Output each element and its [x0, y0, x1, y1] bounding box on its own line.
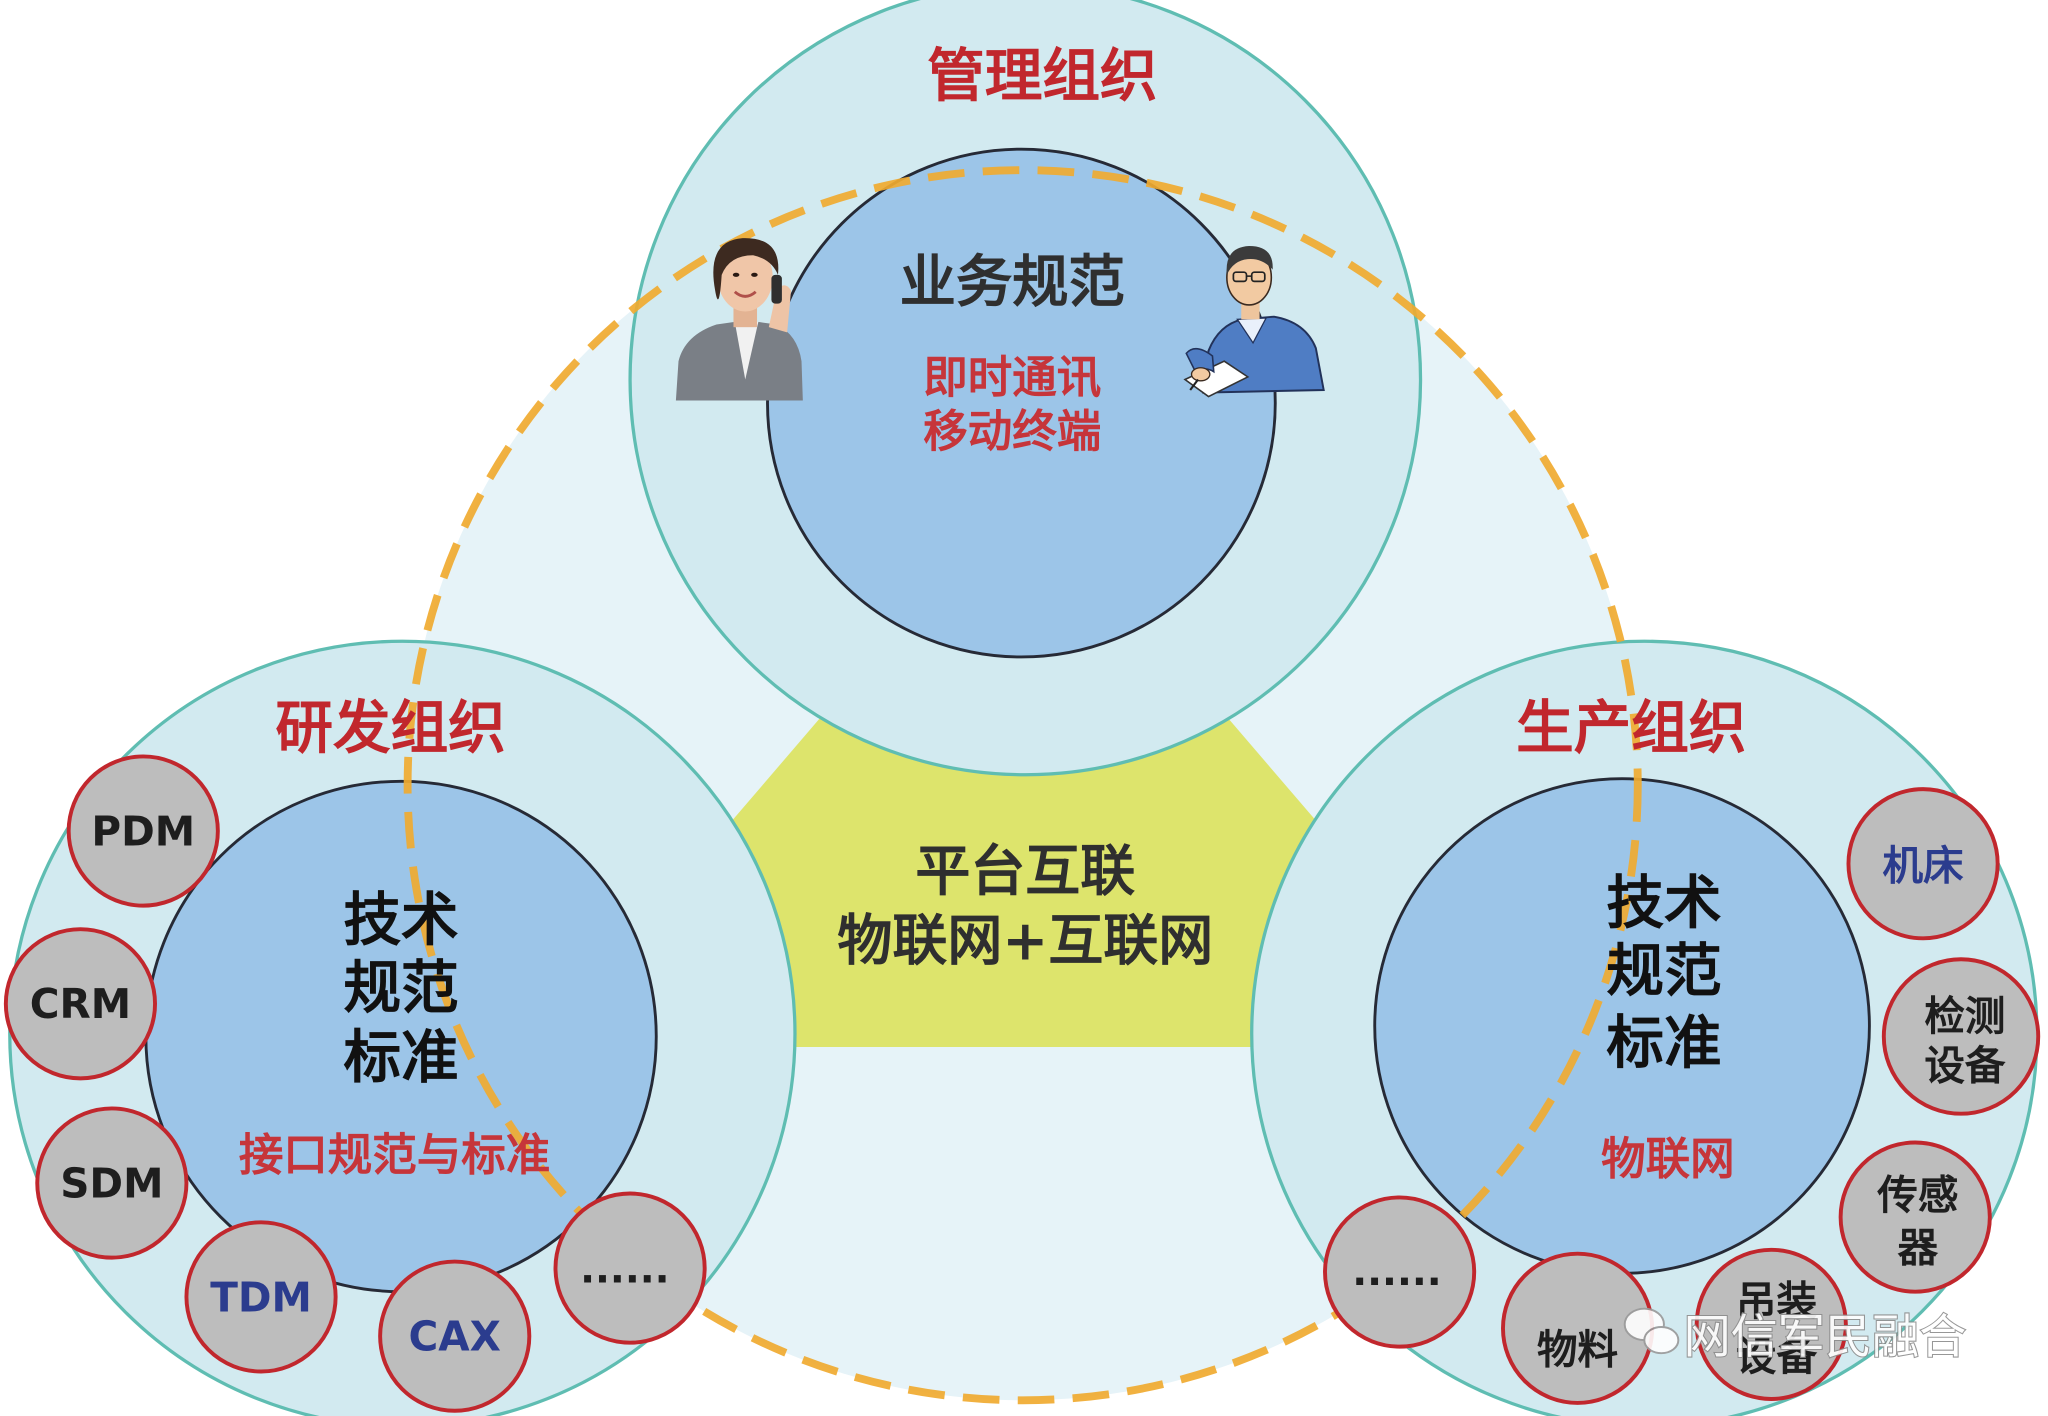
- watermark-text: 网信军民融合: [1684, 1310, 1967, 1365]
- node-label: SDM: [60, 1159, 163, 1207]
- production-subtitle: 物联网: [1601, 1134, 1734, 1185]
- woman-on-phone-photo: [675, 238, 803, 401]
- hair: [713, 238, 779, 300]
- node-label: 机床: [1883, 841, 1965, 889]
- system-node-tdm: TDM: [184, 1220, 338, 1374]
- smile: [733, 290, 757, 298]
- eye-right: [751, 272, 758, 277]
- jacket: [675, 321, 803, 401]
- system-node-crm: CRM: [3, 927, 157, 1081]
- node-circle: [1323, 1195, 1477, 1349]
- dashed-boundary-circle: [403, 166, 1642, 1405]
- node-label-line-2: 设备: [1924, 1042, 2006, 1090]
- system-node-sdm: SDM: [35, 1106, 189, 1260]
- wechat-bubble-small: [1643, 1326, 1680, 1355]
- management-title: 管理组织: [927, 43, 1157, 110]
- node-label-line-1: 检测: [1924, 992, 2005, 1040]
- platform-line-1: 平台互联: [915, 839, 1135, 903]
- device-node-material: 物料: [1501, 1251, 1655, 1405]
- phone-icon: [771, 274, 782, 304]
- node-circle: [3, 927, 157, 1081]
- production-core-line-2: 规范: [1606, 938, 1721, 1005]
- device-node-inspection: 检测 设备: [1881, 957, 2041, 1116]
- production-core-line-3: 标准: [1606, 1010, 1721, 1077]
- rnd-title: 研发组织: [275, 694, 505, 761]
- hand: [1190, 367, 1211, 382]
- hand: [768, 285, 792, 333]
- system-node-cax: CAX: [378, 1259, 532, 1413]
- device-node-more: ......: [1323, 1195, 1477, 1349]
- man-writing-illustration: [1183, 246, 1325, 398]
- node-label: ......: [1352, 1250, 1441, 1295]
- node-label: 物料: [1537, 1326, 1618, 1374]
- device-node-machine-tool: 机床: [1846, 787, 2000, 941]
- node-circle: [184, 1220, 338, 1374]
- node-label: CRM: [30, 980, 131, 1028]
- node-label: PDM: [91, 807, 195, 855]
- watermark: 网信军民融合: [1623, 1307, 1967, 1366]
- platform-line-2: 物联网+互联网: [837, 908, 1213, 972]
- node-circle: [378, 1259, 532, 1413]
- rnd-core-line-2: 规范: [343, 955, 458, 1022]
- rnd-core-line-1: 技术: [343, 887, 458, 954]
- node-circle: [1838, 1140, 1992, 1294]
- node-label-line-1: 吊装: [1736, 1277, 1818, 1325]
- node-label: CAX: [409, 1313, 501, 1361]
- management-inner-core: [766, 147, 1277, 659]
- node-label: ......: [580, 1248, 669, 1293]
- shirt: [734, 321, 759, 380]
- production-device-nodes: 机床 检测 设备 传感 器 吊装 设备 物料 ......: [1323, 787, 2041, 1405]
- system-node-more: ......: [553, 1191, 707, 1345]
- system-node-pdm: PDM: [66, 754, 220, 908]
- node-circle: [1881, 957, 2041, 1116]
- hair: [1226, 246, 1273, 275]
- device-node-sensor: 传感 器: [1838, 1140, 1992, 1294]
- wechat-icon: [1623, 1307, 1680, 1355]
- pen-icon: [1189, 378, 1199, 391]
- device-node-hoisting: 吊装 设备: [1694, 1247, 1848, 1401]
- rnd-subtitle: 接口规范与标准: [239, 1130, 550, 1181]
- node-circle: [1694, 1247, 1848, 1401]
- node-circle: [66, 754, 220, 908]
- rnd-system-nodes: PDM CRM SDM TDM CAX ......: [3, 754, 707, 1413]
- node-circle: [553, 1191, 707, 1345]
- rnd-core-line-3: 标准: [343, 1024, 458, 1091]
- node-label: TDM: [210, 1273, 312, 1321]
- node-label-line-2: 设备: [1736, 1332, 1818, 1380]
- node-label-line-1: 传感: [1876, 1171, 1958, 1219]
- platform-hexagon: [732, 710, 1316, 1047]
- production-title: 生产组织: [1516, 694, 1746, 761]
- management-core-title: 业务规范: [900, 250, 1125, 315]
- node-circle: [35, 1106, 189, 1260]
- eye-left: [732, 272, 740, 277]
- node-circle: [1846, 787, 2000, 941]
- node-label-line-2: 器: [1898, 1224, 1939, 1272]
- management-item-mobile-terminal: 移动终端: [923, 406, 1101, 457]
- management-item-instant-messaging: 即时通讯: [923, 353, 1101, 404]
- production-core-line-1: 技术: [1606, 870, 1721, 937]
